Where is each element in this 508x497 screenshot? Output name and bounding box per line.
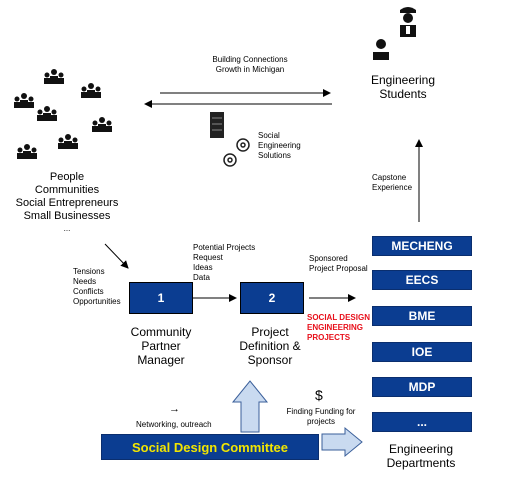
up-block-arrow bbox=[231, 380, 269, 433]
dept-more: ... bbox=[372, 412, 472, 432]
funding-label: Finding Funding for projects bbox=[271, 407, 371, 427]
dept-bme: BME bbox=[372, 306, 472, 326]
step-1-box: 1 bbox=[129, 282, 193, 314]
step-1-number: 1 bbox=[157, 291, 165, 305]
potential-line: Ideas bbox=[193, 263, 213, 272]
capstone-line2: Experience bbox=[372, 183, 413, 192]
dept-label-text: MECHENG bbox=[391, 239, 453, 253]
potential-line: Data bbox=[193, 273, 210, 282]
tensions-label: Tensions Needs Conflicts Opportunities bbox=[73, 267, 143, 307]
solutions-line2: Engineering bbox=[258, 141, 301, 150]
students-line2: Students bbox=[379, 87, 427, 101]
sdep-line1: SOCIAL DESIGN bbox=[307, 313, 370, 322]
departments-line2: Departments bbox=[386, 456, 456, 470]
step-2-label: Project Definition & Sponsor bbox=[222, 325, 318, 367]
step-2-box: 2 bbox=[240, 282, 304, 314]
tensions-line: Tensions bbox=[73, 267, 105, 276]
step-2-label-line: Sponsor bbox=[247, 353, 293, 367]
capstone-label: Capstone Experience bbox=[372, 173, 432, 193]
step-1-label-line: Partner bbox=[141, 339, 181, 353]
step-1-label: Community Partner Manager bbox=[118, 325, 204, 367]
dept-label-text: MDP bbox=[408, 380, 436, 394]
people-label: People Communities Social Entrepreneurs … bbox=[2, 171, 132, 235]
potential-line: Request bbox=[193, 253, 223, 262]
committee-bar: Social Design Committee bbox=[101, 434, 319, 460]
funding-line2: projects bbox=[306, 417, 335, 426]
server-icon bbox=[210, 112, 224, 138]
solutions-label: Social Engineering Solutions bbox=[258, 131, 328, 161]
dept-label-text: IOE bbox=[411, 345, 433, 359]
top-arrow-label-line2: Growth in Michigan bbox=[215, 65, 285, 74]
people-icon bbox=[14, 69, 112, 159]
solutions-line1: Social bbox=[258, 131, 280, 140]
people-line: People bbox=[49, 171, 85, 183]
networking-arrow: → bbox=[169, 403, 180, 415]
committee-label: Social Design Committee bbox=[131, 439, 289, 455]
funding-line1: Finding Funding for bbox=[286, 407, 356, 416]
gear-icon bbox=[223, 138, 250, 167]
dollar-icon: $ bbox=[315, 387, 323, 403]
dept-mecheng: MECHENG bbox=[372, 236, 472, 256]
step-1-label-line: Community bbox=[130, 325, 192, 339]
sdep-label: SOCIAL DESIGN ENGINEERING PROJECTS bbox=[307, 313, 377, 343]
solutions-line3: Solutions bbox=[258, 151, 291, 160]
tensions-line: Needs bbox=[73, 277, 97, 286]
arrow-people-to-box1 bbox=[104, 243, 129, 269]
step-2-label-line: Project bbox=[251, 325, 289, 339]
sponsored-line2: Project Proposal bbox=[309, 264, 368, 273]
dept-eecs: EECS bbox=[372, 270, 472, 290]
student-icon bbox=[400, 7, 416, 37]
sponsored-label: Sponsored Project Proposal bbox=[309, 254, 379, 274]
people-line: Communities bbox=[34, 184, 100, 196]
step-1-label-line: Manager bbox=[137, 353, 185, 367]
sponsored-line1: Sponsored bbox=[309, 254, 348, 263]
potential-line: Potential Projects bbox=[193, 243, 256, 252]
sdep-line3: PROJECTS bbox=[307, 333, 351, 342]
networking-label: Networking, outreach bbox=[136, 420, 212, 429]
potential-label: Potential Projects Request Ideas Data bbox=[193, 243, 273, 283]
sdep-line2: ENGINEERING bbox=[307, 323, 364, 332]
top-arrow-label: Building Connections Growth in Michigan bbox=[185, 55, 315, 75]
capstone-line1: Capstone bbox=[372, 173, 407, 182]
top-arrow-label-line1: Building Connections bbox=[212, 55, 288, 64]
dept-ioe: IOE bbox=[372, 342, 472, 362]
departments-line1: Engineering bbox=[388, 442, 454, 456]
right-block-arrow bbox=[321, 426, 363, 458]
dept-label-text: ... bbox=[416, 415, 427, 429]
students-line1: Engineering bbox=[370, 73, 436, 87]
tensions-line: Conflicts bbox=[73, 287, 104, 296]
dept-label-text: BME bbox=[408, 309, 436, 323]
students-label: Engineering Students bbox=[348, 73, 458, 101]
people-line: Social Entrepreneurs bbox=[15, 197, 119, 209]
student-icon-2 bbox=[373, 39, 389, 60]
departments-label: Engineering Departments bbox=[366, 442, 476, 470]
tensions-line: Opportunities bbox=[73, 297, 121, 306]
dept-label-text: EECS bbox=[405, 273, 439, 287]
people-line: ... bbox=[63, 224, 71, 233]
step-2-number: 2 bbox=[268, 291, 276, 305]
people-line: Small Businesses bbox=[23, 210, 111, 222]
step-2-label-line: Definition & bbox=[239, 339, 301, 353]
dept-mdp: MDP bbox=[372, 377, 472, 397]
